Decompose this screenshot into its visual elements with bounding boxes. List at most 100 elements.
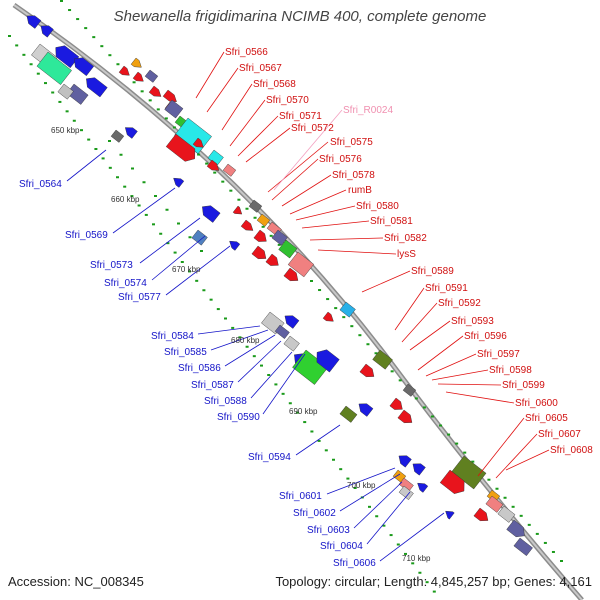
tick-dot bbox=[130, 195, 134, 198]
tick-dot bbox=[238, 336, 242, 339]
tick-dot bbox=[156, 108, 160, 111]
gene-label[interactable]: Sfri_0575 bbox=[330, 137, 373, 148]
gene-feature bbox=[402, 383, 417, 397]
gene-feature bbox=[322, 311, 334, 322]
gene-feature bbox=[283, 335, 300, 352]
gene-label[interactable]: Sfri_0603 bbox=[307, 525, 350, 536]
gene-feature bbox=[278, 239, 298, 259]
gene-label[interactable]: Sfri_R0024 bbox=[343, 105, 393, 116]
gene-label[interactable]: Sfri_0589 bbox=[411, 266, 454, 277]
leader-line bbox=[425, 353, 477, 377]
gene-label[interactable]: Sfri_0574 bbox=[104, 278, 147, 289]
gene-label[interactable]: Sfri_0594 bbox=[248, 452, 291, 463]
gene-label[interactable]: Sfri_0566 bbox=[225, 47, 268, 58]
gene-label[interactable]: Sfri_0597 bbox=[477, 349, 520, 360]
gene-label[interactable]: Sfri_0585 bbox=[164, 347, 207, 358]
gene-feature bbox=[473, 507, 489, 522]
gene-label[interactable]: lysS bbox=[397, 249, 416, 260]
gene-label[interactable]: Sfri_0576 bbox=[319, 154, 362, 165]
gene-label[interactable]: rumB bbox=[348, 185, 372, 196]
gene-label[interactable]: Sfri_0608 bbox=[550, 445, 593, 456]
gene-label[interactable]: Sfri_0570 bbox=[266, 95, 309, 106]
tick-dot bbox=[8, 35, 11, 37]
gene-label[interactable]: Sfri_0569 bbox=[65, 230, 108, 241]
gene-label[interactable]: Sfri_0602 bbox=[293, 508, 336, 519]
gene-feature bbox=[485, 495, 504, 513]
gene-label[interactable]: Sfri_0573 bbox=[90, 260, 133, 271]
tick-dot bbox=[253, 216, 257, 219]
leader-line bbox=[151, 235, 206, 281]
gene-label[interactable]: Sfri_0582 bbox=[384, 233, 427, 244]
tick-dot bbox=[237, 198, 241, 201]
tick-dot bbox=[200, 250, 203, 252]
gene-label[interactable]: Sfri_0578 bbox=[332, 170, 375, 181]
tick-dot bbox=[165, 208, 169, 211]
gene-feature bbox=[253, 229, 267, 242]
gene-label[interactable]: Sfri_0577 bbox=[118, 292, 161, 303]
gene-label[interactable]: Sfri_0599 bbox=[502, 380, 545, 391]
tick-dot bbox=[22, 53, 26, 56]
tick-dot bbox=[375, 515, 379, 518]
tick-dot bbox=[374, 352, 378, 355]
tick-dot bbox=[119, 153, 123, 156]
gene-label[interactable]: Sfri_0593 bbox=[451, 316, 494, 327]
gene-label[interactable]: Sfri_0590 bbox=[217, 412, 260, 423]
leader-line bbox=[273, 109, 343, 191]
tick-dot bbox=[358, 334, 362, 337]
gene-feature bbox=[256, 213, 271, 227]
gene-label[interactable]: Sfri_0571 bbox=[279, 111, 322, 122]
gene-feature bbox=[445, 510, 455, 520]
tick-dot bbox=[100, 45, 104, 48]
gene-feature bbox=[398, 485, 414, 500]
gene-feature bbox=[26, 15, 42, 29]
tick-marks bbox=[8, 0, 563, 593]
gene-label[interactable]: Sfri_0596 bbox=[464, 331, 507, 342]
gene-feature bbox=[248, 199, 263, 213]
gene-label[interactable]: Sfri_0606 bbox=[333, 558, 376, 569]
gene-label[interactable]: Sfri_0586 bbox=[178, 363, 221, 374]
kbp-label: 710 kbp bbox=[402, 554, 431, 563]
gene-feature bbox=[251, 245, 267, 260]
gene-feature bbox=[130, 57, 142, 68]
tick-dot bbox=[543, 541, 547, 544]
gene-feature bbox=[497, 505, 516, 523]
gene-label[interactable]: Sfri_0564 bbox=[19, 179, 62, 190]
gene-label[interactable]: Sfri_0572 bbox=[291, 123, 334, 134]
gene-label[interactable]: Sfri_0580 bbox=[356, 201, 399, 212]
leader-line bbox=[379, 512, 445, 562]
gene-feature bbox=[265, 253, 279, 266]
gene-label[interactable]: Sfri_0591 bbox=[425, 283, 468, 294]
tick-dot bbox=[411, 562, 415, 565]
gene-label[interactable]: Sfri_0587 bbox=[191, 380, 234, 391]
gene-label[interactable]: Sfri_0607 bbox=[538, 429, 581, 440]
gene-label[interactable]: Sfri_0601 bbox=[279, 491, 322, 502]
gene-label[interactable]: Sfri_0568 bbox=[253, 79, 296, 90]
gene-feature bbox=[248, 199, 263, 213]
gene-label[interactable]: Sfri_0604 bbox=[320, 541, 363, 552]
leader-line bbox=[309, 237, 384, 241]
tick-dot bbox=[318, 289, 322, 292]
gene-label[interactable]: Sfri_0600 bbox=[515, 398, 558, 409]
leader-line bbox=[210, 329, 269, 351]
leader-line bbox=[289, 189, 347, 215]
gene-feature bbox=[402, 383, 417, 397]
tick-dot bbox=[430, 415, 434, 418]
gene-label[interactable]: Sfri_0592 bbox=[438, 298, 481, 309]
leader-line bbox=[401, 302, 438, 343]
gene-label[interactable]: Sfri_0584 bbox=[151, 331, 194, 342]
tick-dot bbox=[551, 550, 555, 553]
tick-dot bbox=[310, 280, 313, 282]
tick-dot bbox=[58, 100, 62, 103]
gene-feature bbox=[26, 15, 42, 29]
tick-dot bbox=[296, 411, 299, 414]
gene-label[interactable]: Sfri_0598 bbox=[489, 365, 532, 376]
gene-label[interactable]: Sfri_0588 bbox=[204, 396, 247, 407]
gene-features bbox=[26, 15, 533, 557]
gene-label[interactable]: Sfri_0605 bbox=[525, 413, 568, 424]
tick-dot bbox=[108, 54, 112, 57]
gene-label[interactable]: Sfri_0581 bbox=[370, 216, 413, 227]
gene-label[interactable]: Sfri_0567 bbox=[239, 63, 282, 74]
tick-dot bbox=[495, 487, 499, 490]
tick-dot bbox=[332, 458, 335, 461]
gene-feature bbox=[229, 240, 241, 251]
